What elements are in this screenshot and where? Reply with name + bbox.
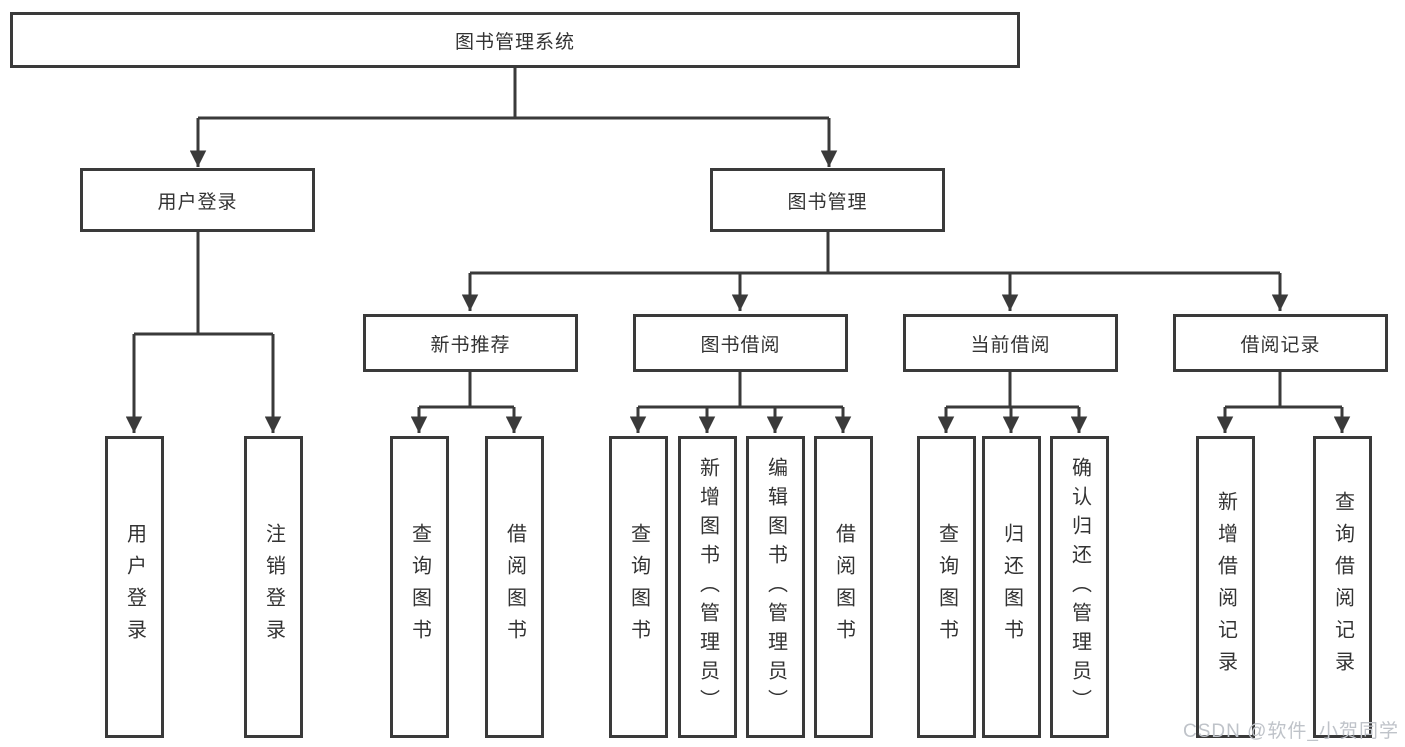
node-user-login: 用户登录 <box>80 168 315 232</box>
node-current-borrowing: 当前借阅 <box>903 314 1118 372</box>
leaf-query-books-recommend: 查询图书 <box>390 436 449 738</box>
leaf-add-books-admin: 新增图书（管理员） <box>678 436 737 738</box>
leaf-add-borrow-record: 新增借阅记录 <box>1196 436 1255 738</box>
node-borrowing-records: 借阅记录 <box>1173 314 1388 372</box>
leaf-label: 归还图书 <box>1000 523 1023 651</box>
leaf-return-books: 归还图书 <box>982 436 1041 738</box>
leaf-user-login: 用户登录 <box>105 436 164 738</box>
leaf-label: 查询图书 <box>627 523 650 651</box>
leaf-label: 借阅图书 <box>503 523 526 651</box>
leaf-label: 用户登录 <box>123 523 146 651</box>
leaf-query-borrow-record: 查询借阅记录 <box>1313 436 1372 738</box>
leaf-label: 查询图书 <box>935 523 958 651</box>
leaf-label: 查询图书 <box>408 523 431 651</box>
leaf-label: 查询借阅记录 <box>1331 491 1354 683</box>
node-library-management-system: 图书管理系统 <box>10 12 1020 68</box>
leaf-borrow-books-recommend: 借阅图书 <box>485 436 544 738</box>
leaf-label: 新增借阅记录 <box>1214 491 1237 683</box>
leaf-edit-books-admin: 编辑图书（管理员） <box>746 436 805 738</box>
leaf-label: 确认归还（管理员） <box>1068 456 1091 718</box>
leaf-confirm-return-admin: 确认归还（管理员） <box>1050 436 1109 738</box>
leaf-label: 编辑图书（管理员） <box>764 456 787 718</box>
leaf-label: 注销登录 <box>262 523 285 651</box>
leaf-label: 新增图书（管理员） <box>696 456 719 718</box>
leaf-borrow-books: 借阅图书 <box>814 436 873 738</box>
leaf-query-books-current: 查询图书 <box>917 436 976 738</box>
leaf-logout: 注销登录 <box>244 436 303 738</box>
leaf-label: 借阅图书 <box>832 523 855 651</box>
leaf-query-books-borrowing: 查询图书 <box>609 436 668 738</box>
node-book-borrowing: 图书借阅 <box>633 314 848 372</box>
node-new-book-recommend: 新书推荐 <box>363 314 578 372</box>
node-book-management: 图书管理 <box>710 168 945 232</box>
watermark: CSDN @软件_小贺同学 <box>1183 721 1399 742</box>
